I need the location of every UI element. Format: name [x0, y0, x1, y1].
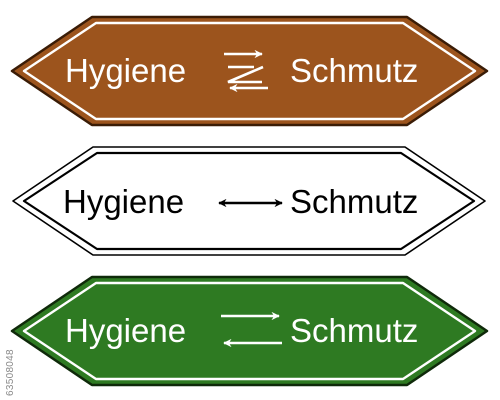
brown-sign-left-text: Hygiene: [65, 52, 186, 89]
brown-sign-shape: [10, 15, 489, 127]
white-sign-inner-border: [22, 151, 476, 251]
green-sign-shape: [10, 275, 489, 387]
brown-sign: Hygiene Schmutz: [10, 15, 489, 127]
white-sign-right-text: Schmutz: [290, 183, 418, 220]
stock-id-label: 63508048: [5, 349, 16, 396]
zigzag-arrows-icon: [224, 49, 268, 93]
green-sign-right-text: Schmutz: [290, 312, 418, 349]
exchange-arrows-icon: [221, 311, 282, 348]
white-sign-left-text: Hygiene: [63, 183, 184, 220]
brown-sign-right-text: Schmutz: [290, 52, 418, 89]
white-sign: Hygiene Schmutz: [12, 146, 486, 256]
green-sign-left-text: Hygiene: [65, 312, 186, 349]
green-sign-inner-border: [22, 281, 477, 381]
green-sign: Hygiene Schmutz: [10, 275, 489, 387]
brown-sign-inner-border: [22, 21, 477, 121]
